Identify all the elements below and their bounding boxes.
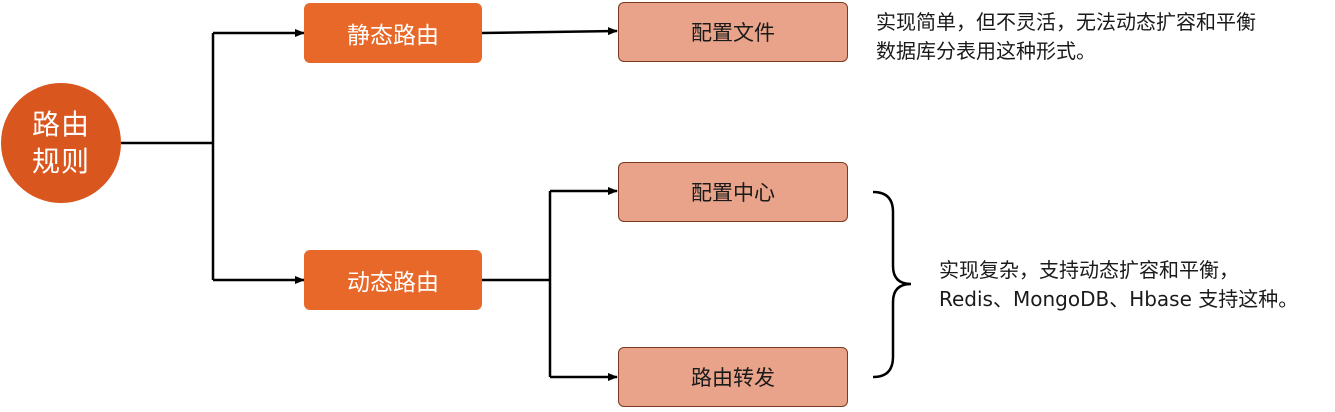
static-route-note: 实现简单，但不灵活，无法动态扩容和平衡 数据库分表用这种形式。	[876, 10, 1256, 63]
static-route-label: 静态路由	[347, 23, 439, 49]
curly-brace	[872, 190, 912, 379]
route-forward-node: 路由转发	[618, 347, 848, 407]
connector-to-config-file	[481, 27, 618, 36]
config-file-label: 配置文件	[691, 21, 775, 45]
config-center-node: 配置中心	[618, 162, 848, 222]
dynamic-route-note: 实现复杂，支持动态扩容和平衡， Redis、MongoDB、Hbase 支持这种…	[939, 258, 1299, 311]
dynamic-route-node: 动态路由	[304, 250, 482, 310]
static-route-node: 静态路由	[304, 3, 482, 63]
config-file-node: 配置文件	[618, 2, 848, 62]
root-node: 路由规则	[1, 83, 121, 203]
dynamic-route-label: 动态路由	[347, 270, 439, 296]
root-node-label: 路由规则	[31, 108, 90, 178]
config-center-label: 配置中心	[691, 181, 775, 205]
route-forward-label: 路由转发	[691, 366, 775, 390]
